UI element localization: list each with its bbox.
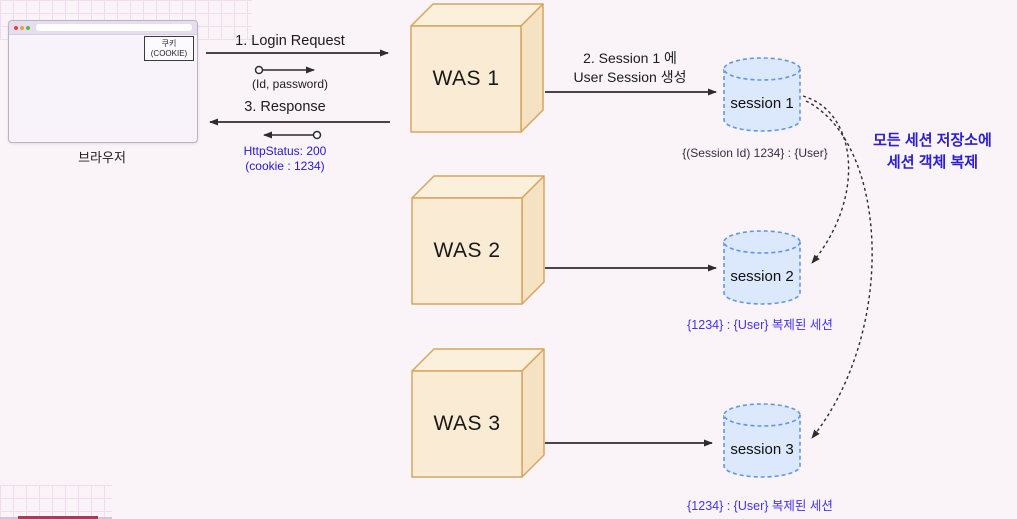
was1-label: WAS 1 <box>432 67 500 90</box>
session1-caption: {(Session Id) 1234} : {User} <box>682 146 828 160</box>
session2-label: session 2 <box>730 268 794 285</box>
was-cube-icon <box>411 348 545 478</box>
session3-node: session 3 <box>722 403 802 479</box>
replication-note: 모든 세션 저장소에 세션 객체 복제 <box>845 130 1017 174</box>
login-request-label: 1. Login Request <box>235 33 345 49</box>
session2-caption: {1234} : {User} 복제된 세션 <box>687 318 833 332</box>
session-cylinder-icon <box>723 57 801 132</box>
was3-label: WAS 3 <box>433 412 501 435</box>
session-create-line1: 2. Session 1 에 <box>583 50 677 66</box>
replicate-curve-session3 <box>805 100 873 439</box>
window-minimize-icon <box>20 25 24 30</box>
session3-label: session 3 <box>730 441 794 458</box>
bottom-red-strip <box>18 516 98 519</box>
replication-note-line2: 세션 객체 복제 <box>886 153 979 171</box>
session-cylinder-icon <box>723 403 801 478</box>
was-cube-icon <box>411 175 545 305</box>
was1-node: WAS 1 <box>410 3 544 133</box>
session2-node: session 2 <box>722 230 802 306</box>
session3-caption: {1234} : {User} 복제된 세션 <box>687 499 833 513</box>
window-close-icon <box>14 25 18 30</box>
session-create-line2: User Session 생성 <box>573 69 687 85</box>
id-password-label: (Id, password) <box>251 77 329 91</box>
http-status-label: HttpStatus: 200 <box>243 144 327 158</box>
address-bar <box>36 24 192 31</box>
was2-label: WAS 2 <box>433 239 501 262</box>
session1-label: session 1 <box>730 95 794 112</box>
cookie-label-en: (COOKIE) <box>150 48 188 58</box>
was2-node: WAS 2 <box>411 175 545 305</box>
response-label: 3. Response <box>244 99 326 115</box>
browser-titlebar <box>9 21 197 35</box>
id-password-mini-arrow <box>254 65 315 75</box>
session1-node: session 1 <box>722 57 802 133</box>
session-cylinder-icon <box>723 230 801 305</box>
cookie-box: 쿠키 (COOKIE) <box>144 36 194 62</box>
cookie-label-ko: 쿠키 <box>161 39 177 48</box>
browser-label: 브라우저 <box>78 150 126 165</box>
cookie-mini-arrow <box>263 130 322 140</box>
was-cube-icon <box>410 3 544 133</box>
replicate-curve-session2 <box>802 95 850 264</box>
replication-note-line1: 모든 세션 저장소에 <box>873 132 992 149</box>
window-maximize-icon <box>26 25 30 30</box>
browser-window: 쿠키 (COOKIE) <box>8 20 198 143</box>
cookie-value-label: (cookie : 1234) <box>245 159 325 173</box>
was3-node: WAS 3 <box>411 348 545 478</box>
